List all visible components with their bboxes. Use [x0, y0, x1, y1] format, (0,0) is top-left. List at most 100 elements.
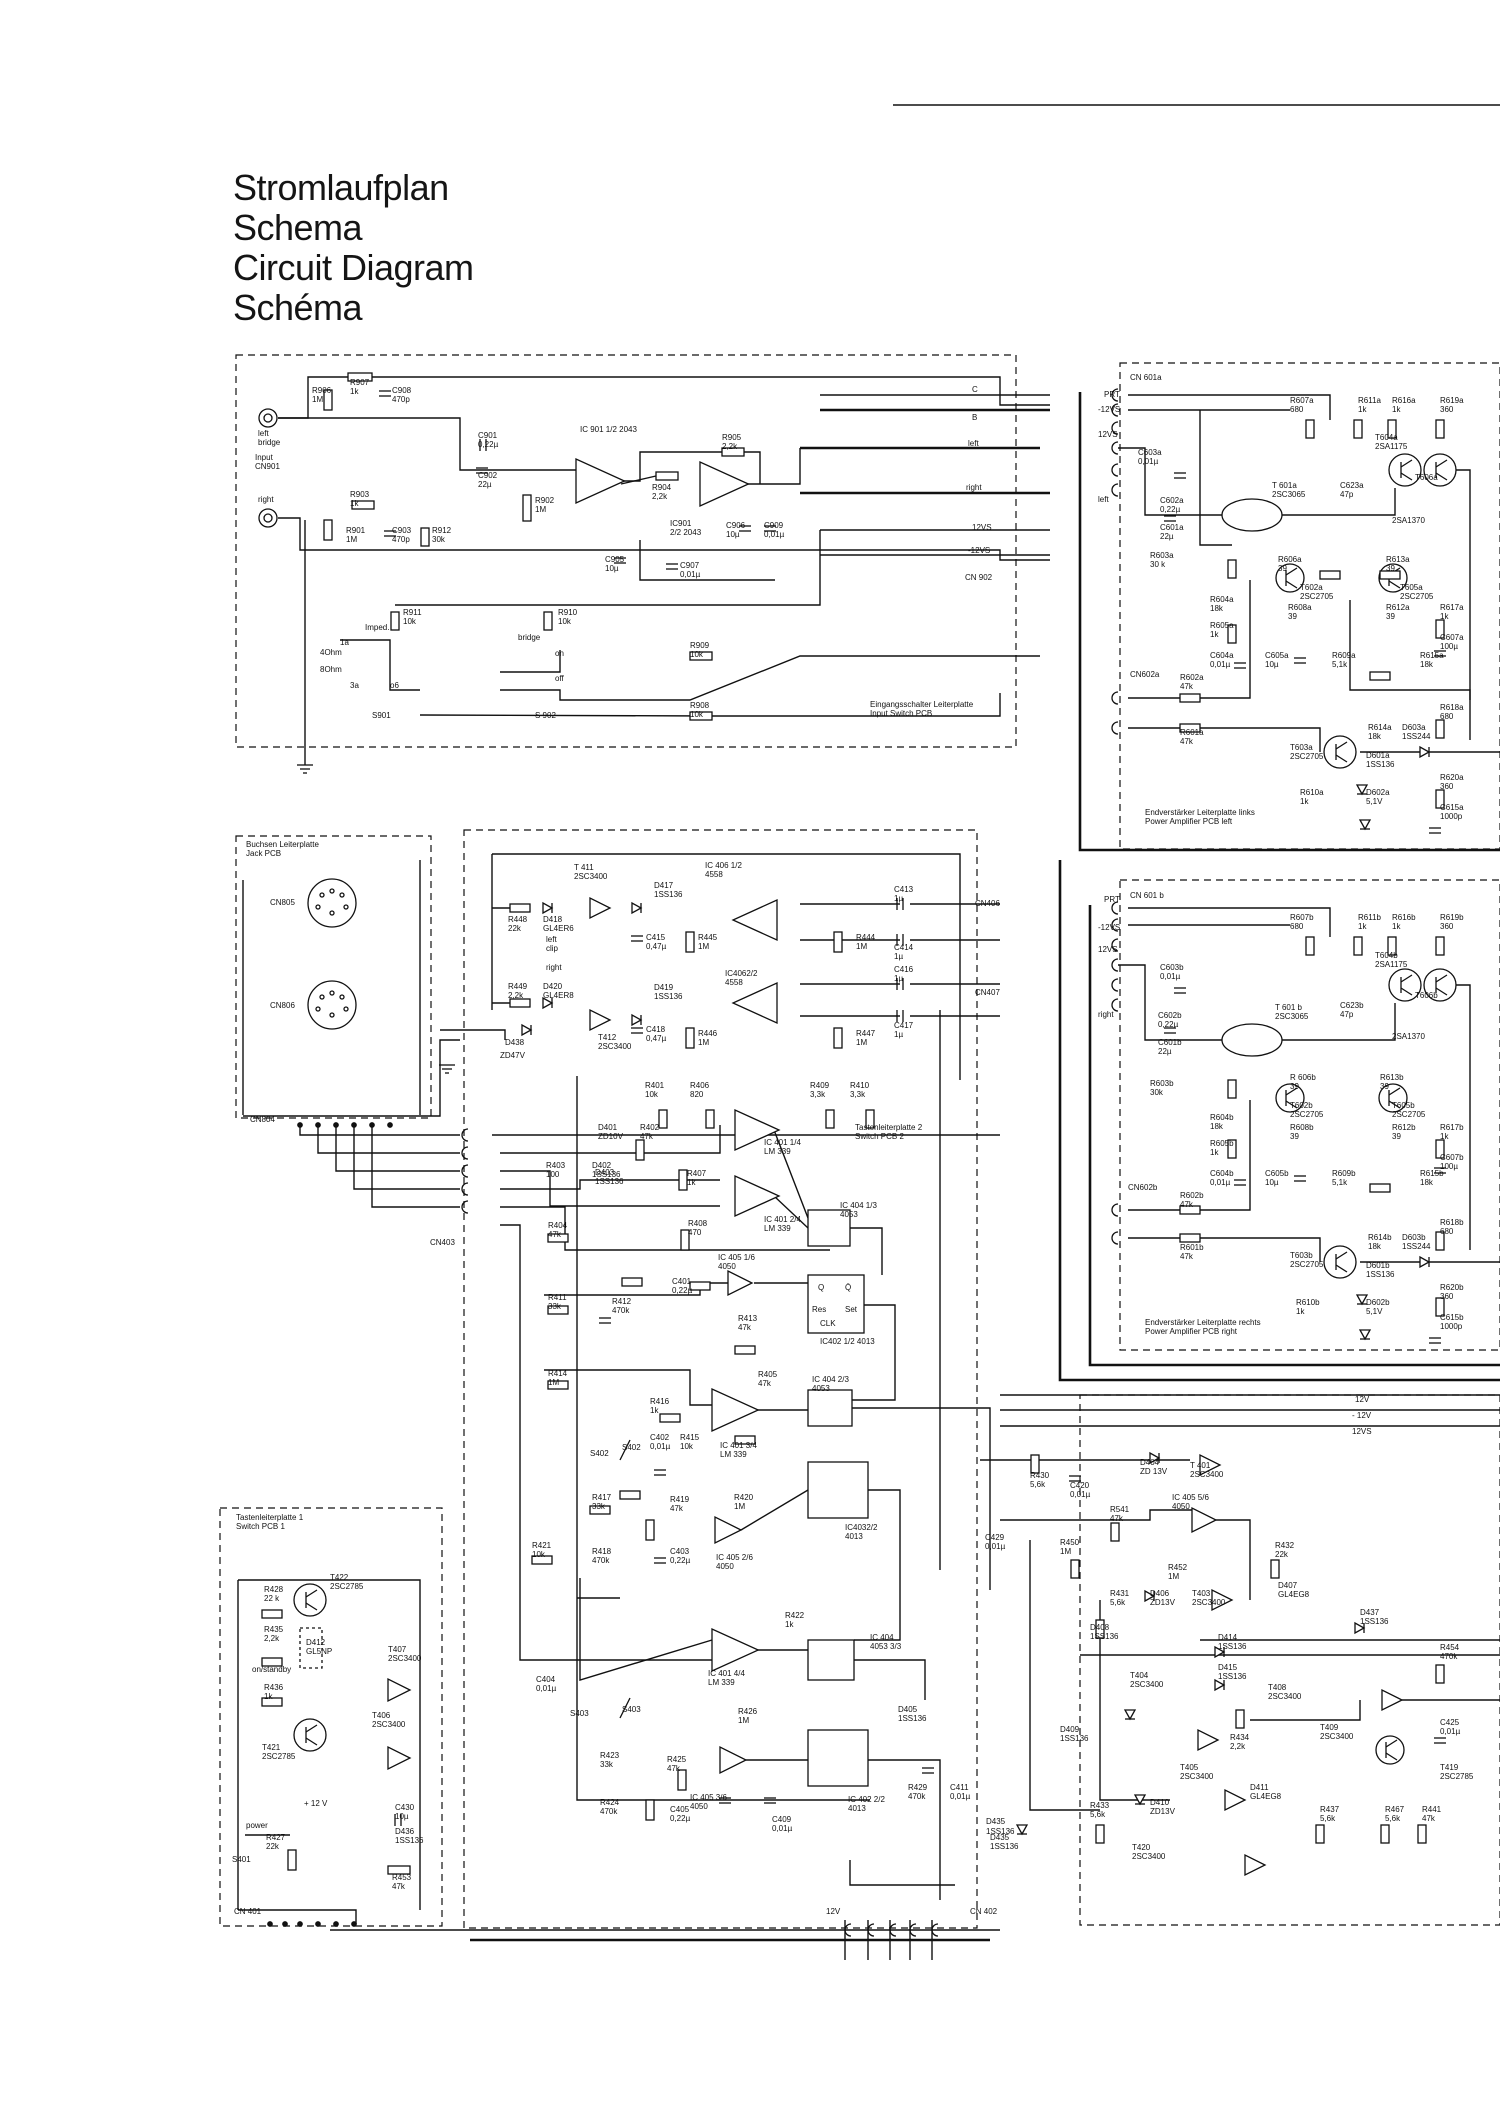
cn806-label: CN806 [270, 1001, 295, 1010]
part-value: 5,6k [1320, 1814, 1336, 1823]
part-ref: R612a [1386, 603, 1410, 612]
diode-symbol [1144, 1589, 1156, 1603]
part-value: 1M [548, 1378, 559, 1387]
part-value: 2SC3400 [388, 1654, 422, 1663]
part-ref: C603a [1138, 448, 1162, 457]
part-value: 1M [312, 395, 323, 404]
part-value: 1k [350, 499, 359, 508]
ic901b-label: IC901 [670, 519, 692, 528]
resistor-symbol [1227, 1079, 1237, 1099]
part-ref: T606b [1415, 991, 1438, 1000]
part-ref: R437 [1320, 1805, 1340, 1814]
wire [854, 1489, 901, 1641]
part-value: GL5NP [306, 1647, 332, 1656]
part-ref: R433 [1090, 1801, 1110, 1810]
wire [238, 1909, 357, 1924]
ic406a-label: 4558 [705, 870, 723, 879]
power-amp-right-outline [1119, 879, 1500, 1351]
wire [335, 1125, 460, 1172]
part-ref: C605a [1265, 651, 1289, 660]
part-ref: R909 [690, 641, 710, 650]
wire [620, 451, 761, 484]
part-value: 5,6k [1030, 1480, 1046, 1489]
part-ref: R453 [392, 1873, 412, 1882]
part-value: 39 [1392, 1132, 1401, 1141]
switch-pcb1-outline [219, 1507, 443, 1927]
opamp-symbol [711, 1387, 760, 1433]
wire [500, 1179, 720, 1190]
part-value: 0,01µ [1440, 1727, 1461, 1736]
part-ref: D405 [898, 1705, 918, 1714]
part-ref: D438 [505, 1038, 525, 1047]
part-value: 2SC2705 [1300, 592, 1334, 601]
part-ref: D411 [1250, 1783, 1269, 1792]
part-ref: R432 [1275, 1541, 1295, 1550]
resistor-symbol [677, 1769, 687, 1791]
part-ref: C420 [1070, 1481, 1090, 1490]
part-ref: R615b [1420, 1169, 1444, 1178]
resistor-symbol [1369, 1183, 1391, 1193]
resistor-symbol [1315, 1824, 1325, 1844]
diode-symbol [1123, 1709, 1137, 1721]
part-value: 0,01µ [1160, 972, 1181, 981]
impedance-3a: 3a [350, 681, 359, 690]
left-amp-label: left [1098, 495, 1109, 504]
part-value: 1SS244 [1402, 1242, 1431, 1251]
part-value: GL4ER8 [543, 991, 574, 1000]
transistor-collector [1435, 459, 1448, 468]
part-value: 2SC2705 [1392, 1110, 1426, 1119]
right-amp-label: right [1098, 1010, 1114, 1019]
part-ref: R401 [645, 1081, 665, 1090]
ic401c-label: IC 401 3/4 [720, 1441, 757, 1450]
part-ref: R620b [1440, 1283, 1464, 1292]
part-ref: R423 [600, 1751, 620, 1760]
ic401d-label: LM 339 [708, 1678, 735, 1687]
part-ref: D403 [595, 1168, 615, 1177]
part-value: 1SS136 [654, 992, 683, 1001]
part-value: 2SC2705 [1400, 592, 1434, 601]
minus12vs-left-label: -12VS [1098, 405, 1120, 414]
part-value: 2SC2785 [330, 1582, 364, 1591]
part-ref: R603b [1150, 1079, 1174, 1088]
part-ref: R429 [908, 1783, 928, 1792]
part-ref: R406 [690, 1081, 710, 1090]
cn401-label: CN 401 [234, 1907, 262, 1916]
part-value: 2,2k [1230, 1742, 1246, 1751]
part-value: 2SC2785 [262, 1752, 296, 1761]
input-cn901-label: Input [255, 453, 274, 462]
ic901b-label: 2/2 2043 [670, 528, 702, 537]
part-ref: C615b [1440, 1313, 1464, 1322]
part-ref: R601b [1180, 1243, 1204, 1252]
junction-dot [333, 1122, 339, 1128]
diode-symbol [1015, 1824, 1029, 1836]
part-value: 1SS136 [1366, 1270, 1395, 1279]
title-english: Circuit Diagram [233, 247, 474, 288]
input-pcb-outline [235, 354, 1017, 748]
part-value: 1k [350, 387, 359, 396]
ic-symbol [807, 1389, 853, 1427]
part-ref: T420 [1132, 1843, 1151, 1852]
wire [500, 650, 561, 673]
resistor-symbol [547, 1380, 569, 1390]
switch-on: on [555, 649, 564, 658]
part-ref: D417 [654, 881, 674, 890]
part-ref: C902 [478, 471, 498, 480]
part-value: 30k [432, 535, 446, 544]
part-ref: T602b [1290, 1101, 1313, 1110]
part-ref: R613b [1380, 1073, 1404, 1082]
cn902-label: CN 902 [965, 573, 993, 582]
logic-pcb-outline [463, 829, 978, 1929]
ic401a-label: LM 339 [764, 1147, 791, 1156]
resistor-symbol [1030, 1454, 1040, 1474]
part-ref: R444 [856, 933, 876, 942]
part-ref: C401 [672, 1277, 692, 1286]
wire [576, 1076, 870, 1801]
wire [1349, 600, 1471, 740]
part-value: 33k [592, 1502, 606, 1511]
cn601a-label: CN 601a [1130, 373, 1162, 382]
part-ref: C905 [605, 555, 625, 564]
impedance-o6: o6 [390, 681, 399, 690]
opamp-symbol [575, 457, 626, 505]
part-value: 47p [1340, 490, 1354, 499]
part-value: 470p [392, 395, 410, 404]
